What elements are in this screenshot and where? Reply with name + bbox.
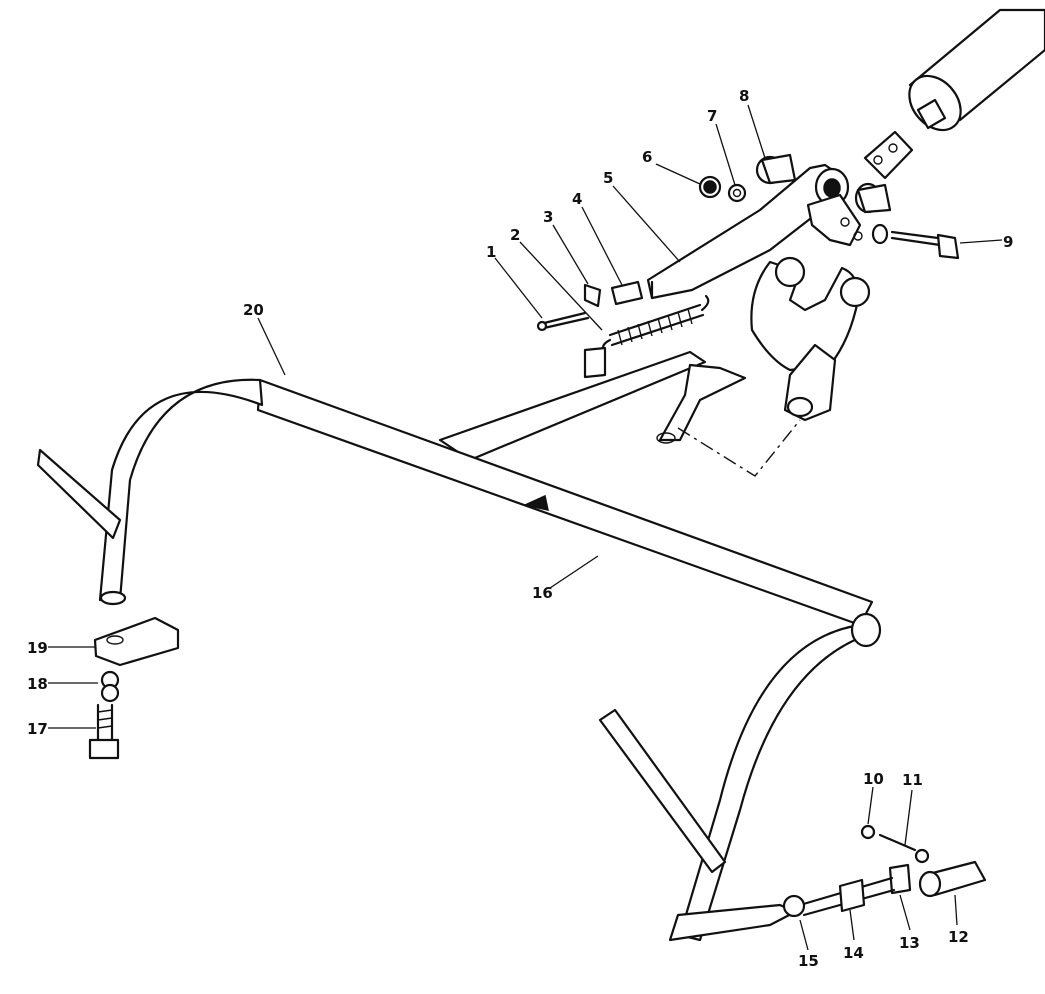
callout-9: 9 [1003,233,1013,251]
main-frame [36,346,882,942]
callout-6: 6 [642,148,652,166]
callout-18: 18 [27,675,48,693]
callout-labels: 1 2 3 4 5 6 7 8 9 10 11 12 13 14 15 16 1… [27,87,1013,970]
callout-2: 2 [510,226,520,244]
callout-16: 16 [532,584,553,602]
pivot-lever-arm [646,163,863,300]
bolt [871,223,960,260]
callout-20: 20 [243,301,264,319]
callout-13: 13 [899,934,920,952]
adjuster-assembly [782,824,987,918]
callout-3: 3 [543,208,553,226]
hydraulic-cylinder [863,8,1045,180]
callout-11: 11 [902,771,923,789]
callout-8: 8 [739,87,749,105]
bolt-17-assembly [88,670,120,760]
spring-assembly [536,280,710,354]
nut-and-washer [698,175,747,203]
callout-14: 14 [843,944,864,962]
callout-12: 12 [948,928,969,946]
callout-7: 7 [707,107,717,125]
callout-4: 4 [572,190,582,208]
callout-19: 19 [27,639,48,657]
bushing [755,153,892,214]
callout-1: 1 [486,243,496,261]
callout-10: 10 [863,770,884,788]
yoke-bracket [750,256,871,422]
callout-15: 15 [798,952,819,970]
callout-17: 17 [27,720,48,738]
callout-5: 5 [603,169,613,187]
leader-lines [48,104,1003,951]
